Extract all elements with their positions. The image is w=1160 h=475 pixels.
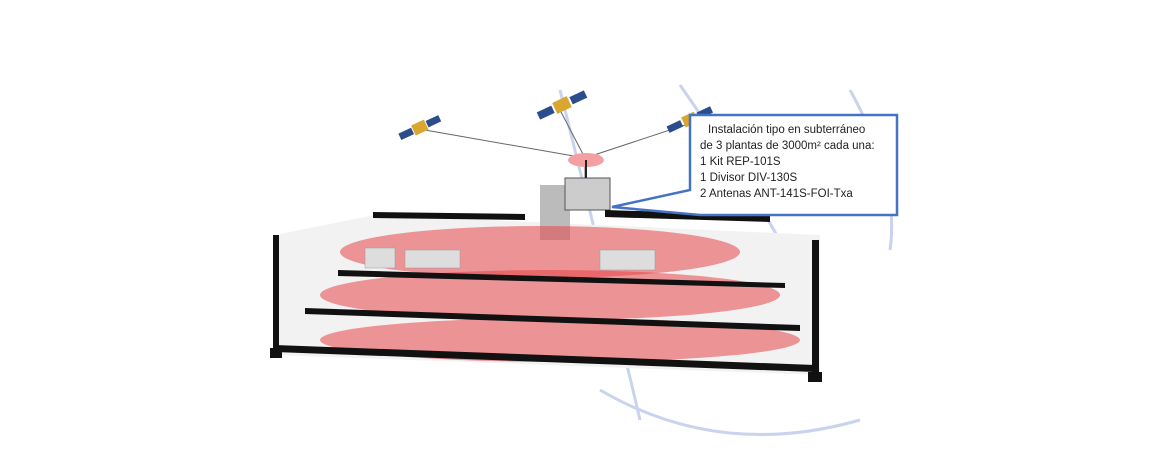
- callout-line: Instalación tipo en subterráneo: [708, 124, 866, 136]
- satellite-icon: [536, 90, 588, 120]
- satellite-links: [424, 109, 686, 180]
- installation-callout-text: Instalación tipo en subterráneo de 3 pla…: [700, 122, 892, 202]
- callout-line: 1 Divisor DIV-130S: [700, 172, 798, 184]
- callout-box: [611, 113, 899, 217]
- callout-line: de 3 plantas de 3000m² cada una:: [700, 140, 875, 152]
- callout-line: 2 Antenas ANT-141S-FOI-Txa: [700, 188, 853, 200]
- coverage-floor-3: [320, 318, 800, 362]
- parking-building: [270, 160, 822, 382]
- callout-line: 1 Kit REP-101S: [700, 156, 781, 168]
- satellite-icon: [398, 115, 442, 141]
